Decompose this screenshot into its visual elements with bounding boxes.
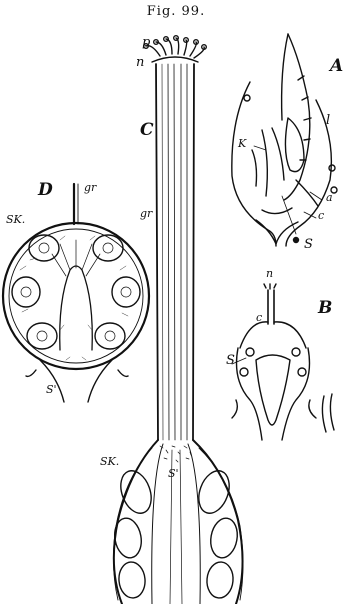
panel-d-label-gr: gr [84,182,96,193]
panel-b-letter: B [318,300,332,317]
panel-a-label-k: K [238,138,246,149]
panel-c-label-n: n [136,56,144,69]
panel-c-label-s: S' [168,468,179,479]
panel-b-label-n: n [266,268,273,279]
panel-c-label-sk: SK. [100,456,119,467]
panel-d-letter: D [38,182,53,199]
panel-a-label-c: c [318,210,324,221]
panel-a-label-s: S [304,238,313,251]
panel-c-label-p: p [142,36,150,49]
panel-a-label-l: l [326,114,330,127]
panel-c-label-gr: gr [140,208,152,219]
stigma-tuft [144,36,207,62]
panel-c-letter: C [140,122,154,139]
panel-d-label-s: S' [46,384,57,395]
panel-a-letter: A [330,58,343,75]
panel-c-drawing [112,36,243,604]
panel-a-label-a: a [326,192,333,203]
panel-b-label-s: S [226,354,235,367]
panel-d-label-sk: SK. [6,214,25,225]
panel-b-label-c: c [256,312,262,323]
